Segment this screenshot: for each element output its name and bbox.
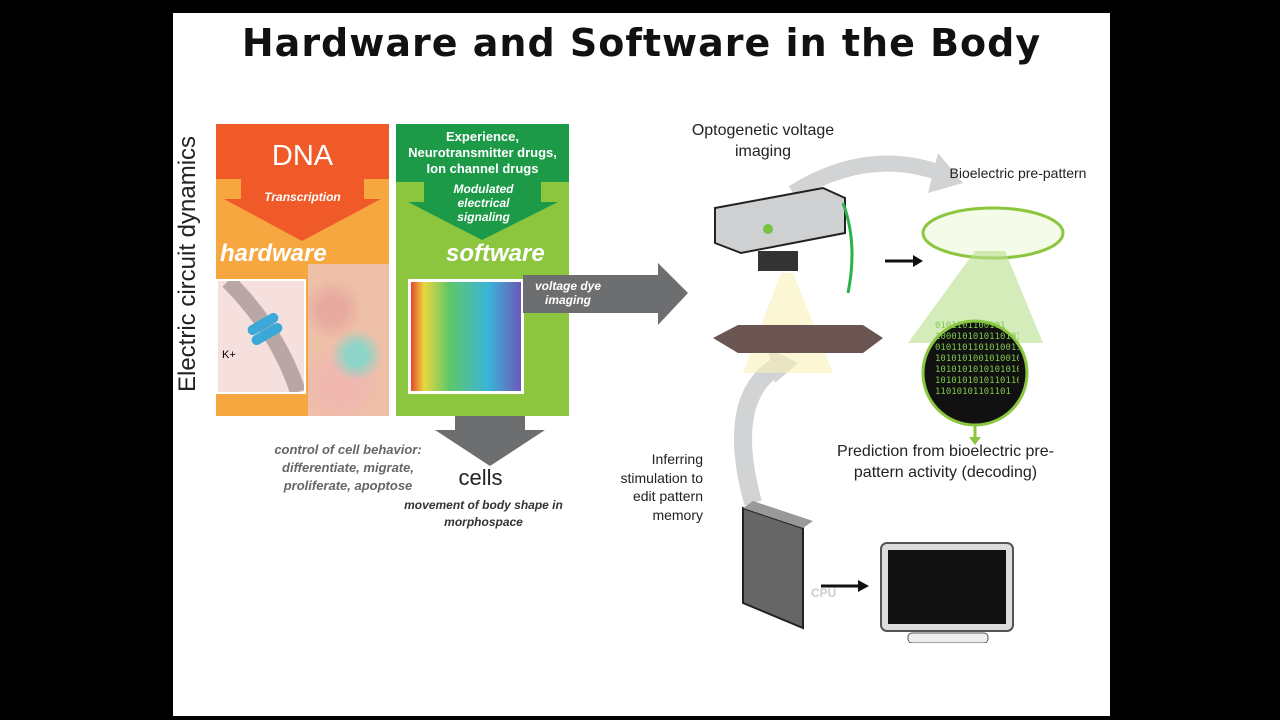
process-graphics (713, 153, 1065, 643)
cells-illustration (308, 264, 389, 416)
movement-label: movement of body shape in morphospace (404, 498, 563, 529)
inferring-label: Inferring stimulation to edit pattern me… (620, 451, 703, 523)
prepattern-label: Bioelectric pre-pattern (949, 165, 1087, 181)
prediction-label: Prediction from bioelectric pre-pattern … (837, 443, 1054, 481)
cpu-label: CPU (811, 586, 837, 600)
software-inputs: Experience, Neurotransmitter drugs, Ion … (408, 129, 557, 176)
cpu-tower-icon (742, 501, 813, 630)
software-panel: Experience, Neurotransmitter drugs, Ion … (396, 124, 569, 416)
hardware-panel: DNA Transcription hardware K+ (216, 124, 389, 416)
monitor-icon (880, 542, 1014, 643)
hardware-label: hardware (220, 240, 327, 267)
transcription-arrow (224, 179, 381, 241)
membrane-image: K+ (216, 275, 306, 395)
slide: Hardware and Software in the Body Electr… (173, 13, 1110, 716)
cells-arrow (435, 416, 545, 466)
planarian-icon (713, 325, 883, 353)
cells-label: cells (458, 465, 503, 490)
cycle-arrow-left (734, 354, 788, 506)
voltage-dye-label: voltage dye imaging (534, 279, 602, 307)
side-label: Electric circuit dynamics (174, 135, 201, 392)
transcription-label: Transcription (264, 190, 341, 204)
software-label: software (446, 240, 545, 267)
camera-icon (714, 186, 846, 271)
signaling-arrow (408, 182, 558, 240)
voltage-dye-arrow (523, 263, 688, 325)
prepattern-shape (921, 206, 1065, 260)
slide-title: Hardware and Software in the Body (241, 21, 1042, 65)
cell-behavior-label: control of cell behavior: differentiate,… (274, 442, 422, 493)
voltage-dye-image (408, 279, 524, 394)
potassium-label: K+ (222, 349, 236, 361)
dna-label: DNA (271, 140, 334, 172)
signaling-label: Modulated electrical signaling (453, 182, 514, 224)
optogenetic-label: Optogenetic voltage imaging (691, 122, 835, 160)
binary-zoom-circle (921, 319, 1029, 427)
